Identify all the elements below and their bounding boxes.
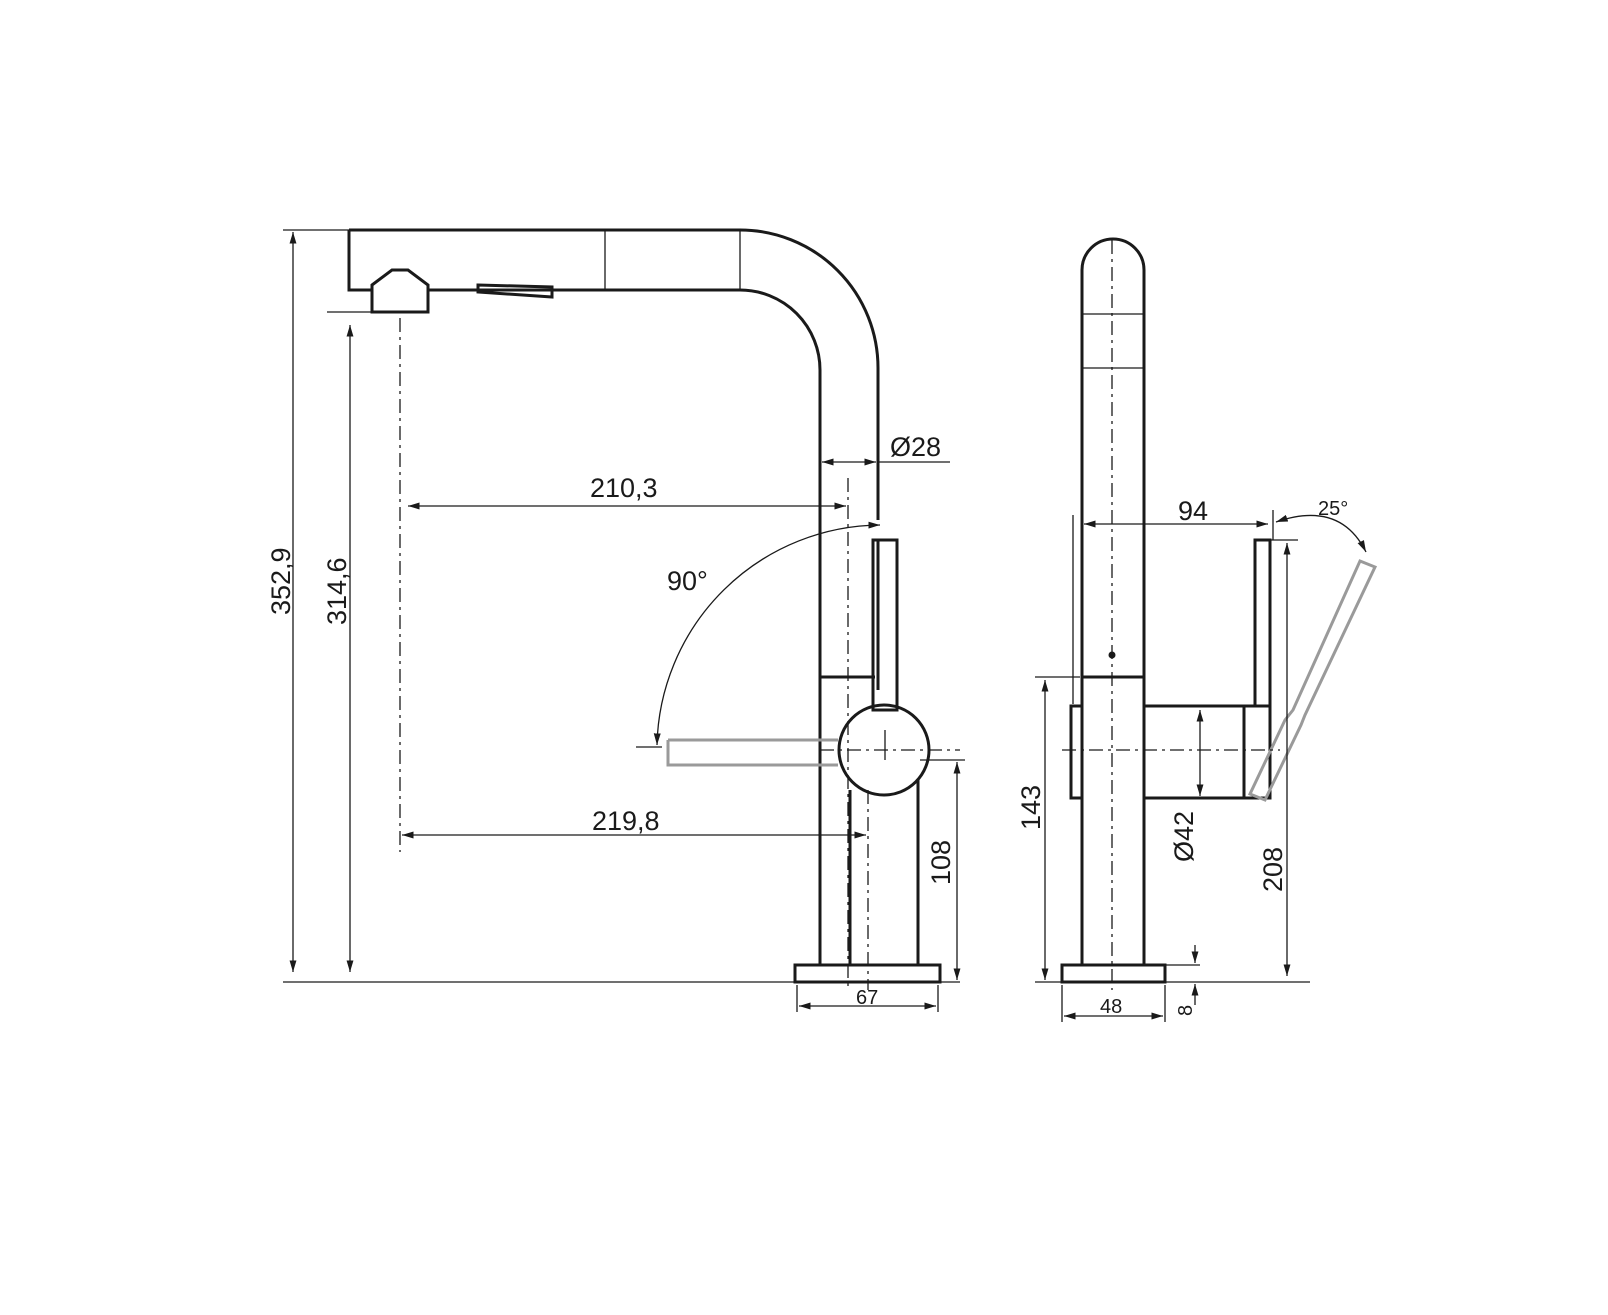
side-lever [1253,538,1272,708]
side-base-plate [1060,963,1167,984]
collar [1069,704,1084,800]
body [1080,270,1146,965]
dim-reach-body: 210,3 [590,473,658,503]
dim-lever-offset: 94 [1178,496,1208,526]
dim-cartridge-diameter: Ø42 [1169,811,1199,862]
spout-head [1080,237,1146,300]
spray-button [476,283,554,299]
lever-rotated-position [666,738,838,767]
side-view: 94 25° 143 Ø42 208 48 8 [1016,237,1378,1022]
dim-reach-base: 219,8 [592,806,660,836]
dim-base-thickness: 8 [1175,1005,1197,1016]
dim-lever-rotation: 90° [667,566,708,596]
dim-handle-height: 108 [926,840,956,885]
dim-joint-height: 143 [1016,785,1046,830]
dim-pipe-diameter: Ø28 [890,432,941,462]
front-view: 352,9 314,6 210,3 219,8 Ø28 90° 108 67 [266,228,965,1012]
aerator-head [370,268,430,314]
cartridge [1142,704,1246,800]
dim-side-base-width: 48 [1100,996,1122,1018]
dim-lever-top-height: 208 [1258,847,1288,892]
dim-total-height: 352,9 [266,547,296,615]
spout-outline [347,228,880,965]
dim-lever-tilt: 25° [1318,498,1348,520]
dim-base-width: 67 [856,987,878,1009]
dim-spout-clearance: 314,6 [322,557,352,625]
